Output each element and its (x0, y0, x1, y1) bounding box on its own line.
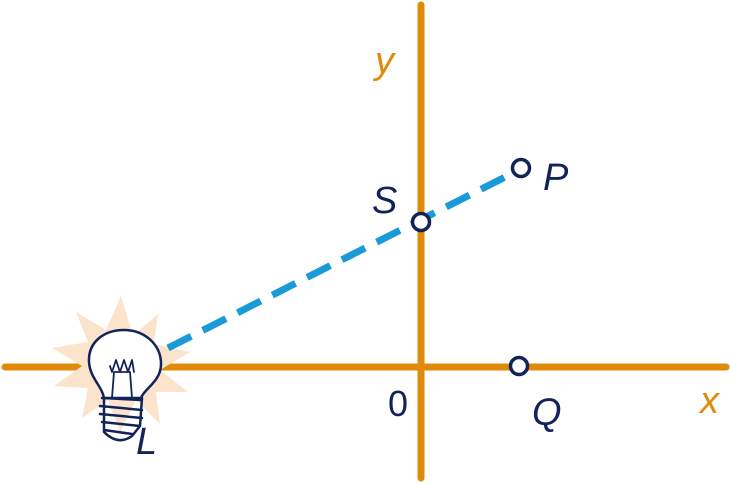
point-s-label: S (372, 180, 397, 222)
point-s (410, 211, 432, 233)
light-bulb-icon (52, 296, 190, 442)
origin-label: 0 (388, 383, 408, 424)
x-axis-label: x (698, 380, 721, 422)
point-p (510, 157, 532, 179)
point-q (508, 355, 530, 377)
bulb-filament (109, 359, 135, 399)
light-ray (166, 169, 515, 352)
point-l-label: L (136, 421, 157, 463)
point-q-label: Q (532, 392, 562, 434)
bulb-base (98, 396, 144, 442)
point-p-label: P (543, 157, 569, 199)
y-axis-label: y (372, 40, 396, 82)
